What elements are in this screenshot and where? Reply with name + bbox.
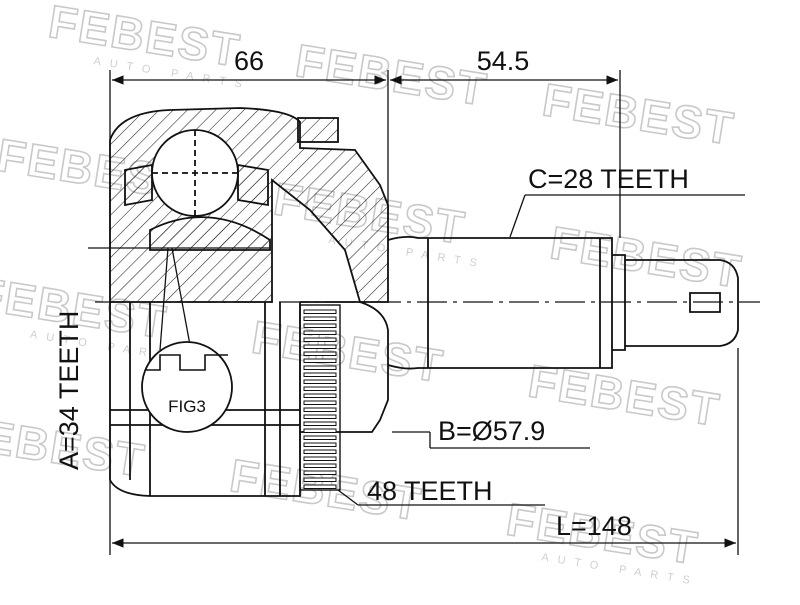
abs-tooth <box>303 456 337 461</box>
fig3-detail <box>141 341 233 433</box>
abs-tooth <box>303 309 337 314</box>
abs-tooth <box>303 379 337 384</box>
stub-shaft <box>387 235 739 370</box>
abs-tooth <box>303 421 337 426</box>
watermark-text: FEBEST <box>525 354 724 436</box>
abs-tooth <box>303 393 337 398</box>
abs-tooth <box>303 316 337 321</box>
label-fig3: FIG3 <box>168 397 206 416</box>
label-seal-b: B=Ø57.9 <box>438 416 545 446</box>
abs-tooth <box>303 477 337 482</box>
watermark-text: FEBEST <box>292 34 491 116</box>
abs-tooth <box>303 365 337 370</box>
dim-right-width: 54.5 <box>477 46 530 76</box>
dimension-lines <box>88 70 745 555</box>
watermark-text: FEBEST <box>248 311 447 393</box>
abs-tooth <box>303 400 337 405</box>
abs-tooth <box>303 337 337 342</box>
watermark-text: FEBEST <box>539 73 738 155</box>
abs-tooth <box>303 449 337 454</box>
abs-tooth <box>303 407 337 412</box>
abs-ring <box>299 304 341 491</box>
abs-tooth <box>303 330 337 335</box>
label-spline-a: A=34 TEETH <box>54 311 84 470</box>
outer-housing <box>109 107 389 497</box>
abs-tooth <box>303 414 337 419</box>
watermark-text: FEBEST <box>547 216 746 298</box>
abs-tooth <box>303 470 337 475</box>
dim-total-length: L=148 <box>556 511 632 541</box>
abs-tooth <box>303 428 337 433</box>
label-abs-teeth: 48 TEETH <box>367 476 493 506</box>
dim-left-width: 66 <box>234 46 264 76</box>
abs-tooth <box>303 323 337 328</box>
abs-tooth <box>303 386 337 391</box>
abs-tooth <box>303 344 337 349</box>
label-spline-c: C=28 TEETH <box>528 164 689 194</box>
abs-tooth <box>303 372 337 377</box>
abs-tooth <box>303 435 337 440</box>
abs-tooth <box>303 484 337 489</box>
abs-tooth <box>303 463 337 468</box>
abs-tooth <box>303 358 337 363</box>
abs-tooth <box>303 351 337 356</box>
abs-tooth <box>303 442 337 447</box>
